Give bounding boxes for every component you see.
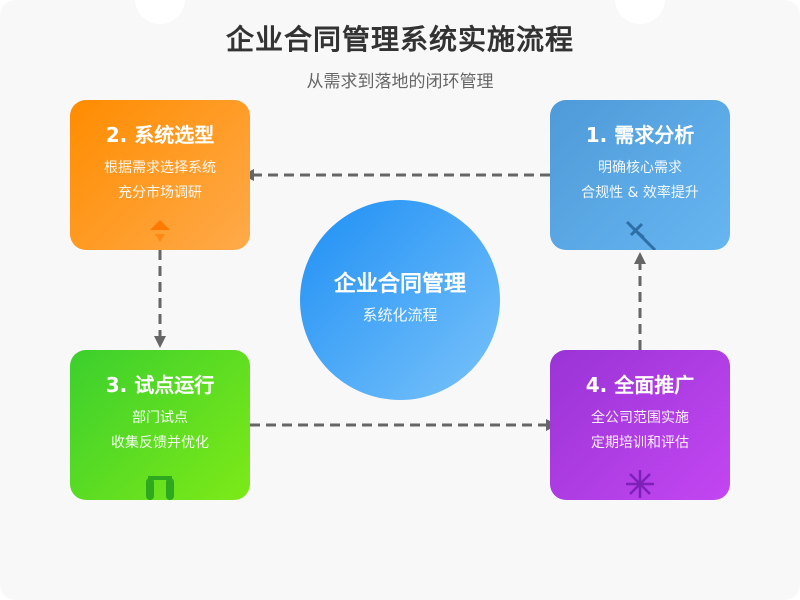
center-subtitle: 系统化流程 (362, 306, 438, 324)
step-detail: 全公司范围实施 (591, 410, 689, 426)
sparkle-icon (626, 470, 654, 498)
wrench-icon (625, 220, 657, 250)
step-card-needs-analysis: 1. 需求分析 明确核心需求 合规性 & 效率提升 (550, 100, 730, 250)
center-title: 企业合同管理 (333, 272, 466, 297)
step-title: 4. 全面推广 (585, 373, 695, 397)
step-title: 3. 试点运行 (105, 373, 215, 397)
step-card-system-selection: 2. 系统选型 根据需求选择系统 充分市场调研 (70, 100, 250, 250)
step-title: 1. 需求分析 (585, 123, 695, 147)
page-title: 企业合同管理系统实施流程 (225, 23, 574, 56)
step-card-pilot-run: 3. 试点运行 部门试点 收集反馈并优化 (70, 350, 250, 500)
page-subtitle: 从需求到落地的闭环管理 (306, 72, 494, 92)
step-detail: 明确核心需求 (598, 160, 682, 176)
step-detail: 合规性 & 效率提升 (581, 185, 699, 201)
step-detail: 部门试点 (132, 410, 188, 426)
step-card-full-rollout: 4. 全面推广 全公司范围实施 定期培训和评估 (550, 350, 730, 500)
step-detail: 收集反馈并优化 (111, 435, 209, 451)
flask-icon (146, 476, 174, 500)
scale-icon (150, 220, 170, 242)
step-detail: 根据需求选择系统 (104, 160, 216, 176)
step-title: 2. 系统选型 (105, 123, 215, 147)
step-detail: 充分市场调研 (118, 185, 202, 201)
step-detail: 定期培训和评估 (591, 435, 689, 451)
center-hub: 企业合同管理 系统化流程 (300, 200, 500, 400)
